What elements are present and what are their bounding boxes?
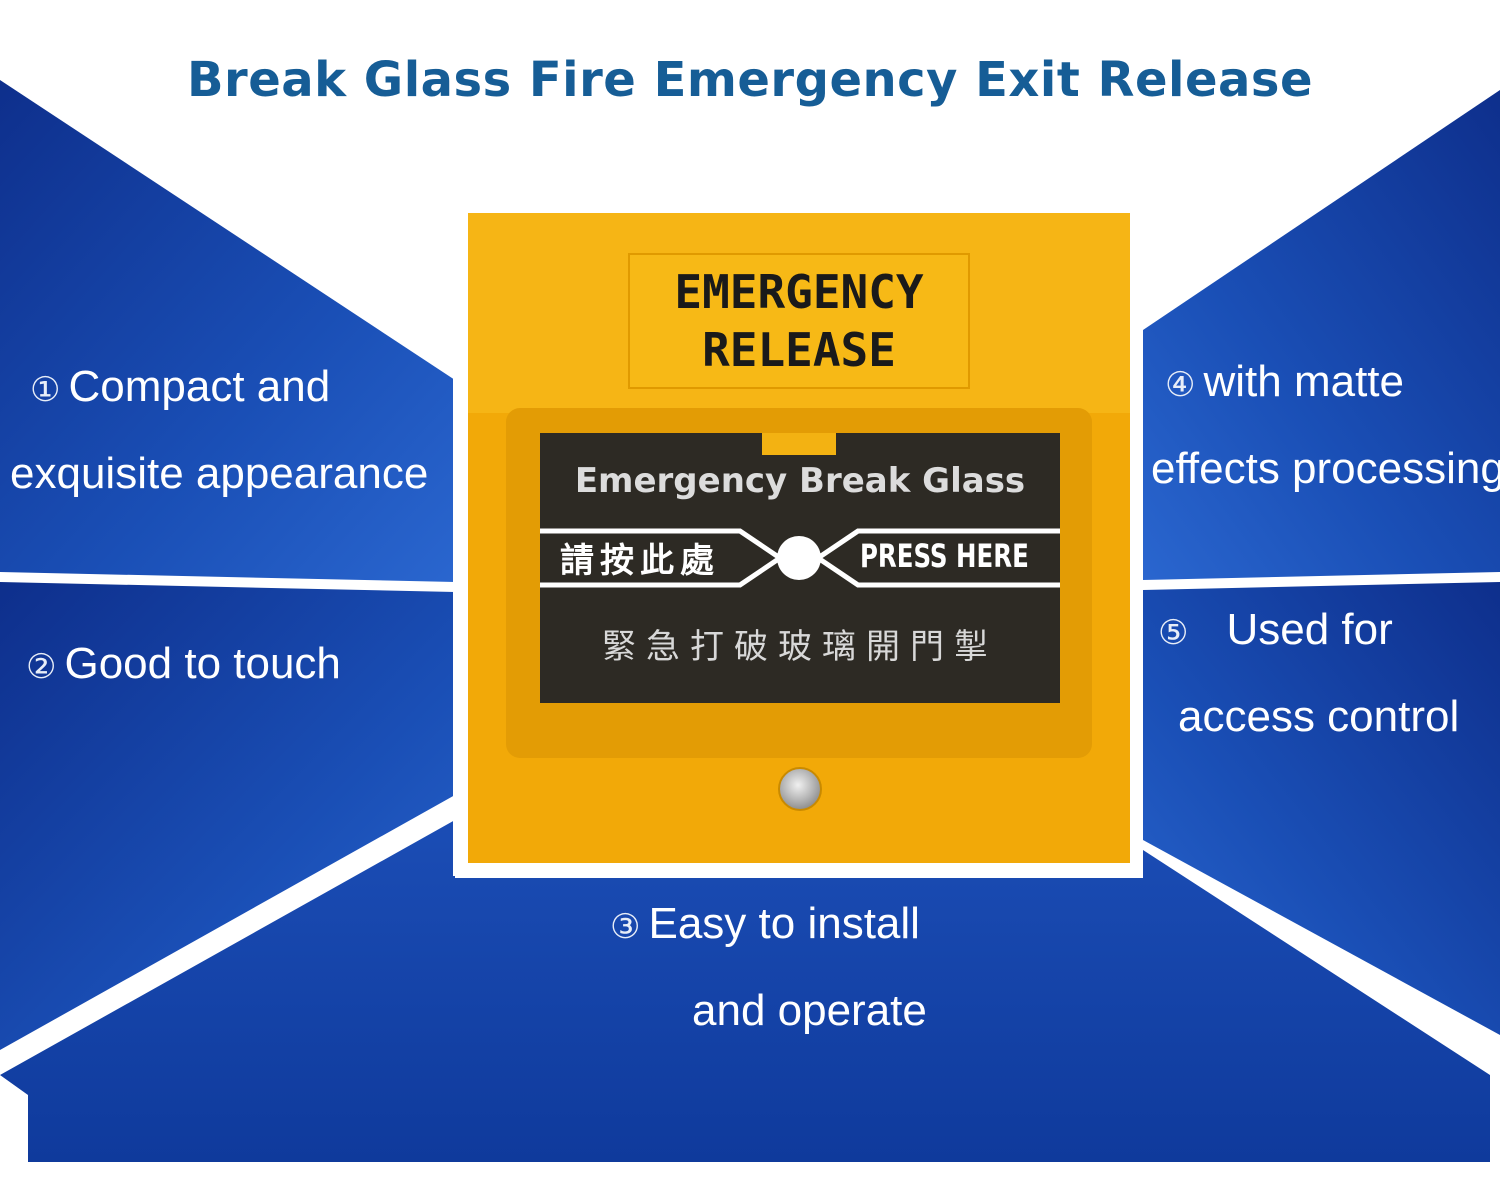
- feature-compact-line1: Compact and: [68, 362, 331, 411]
- number-three-icon: ③: [610, 907, 641, 947]
- screw-icon: [778, 767, 822, 811]
- feature-access-line1: Used for: [1226, 605, 1393, 654]
- feature-install-line1: Easy to install: [648, 899, 920, 948]
- device-label-line1: EMERGENCY: [674, 265, 924, 319]
- feature-matte-line2: effects processing: [1151, 444, 1500, 493]
- number-four-icon: ④: [1165, 365, 1196, 405]
- feature-compact-line2: exquisite appearance: [10, 449, 429, 498]
- press-here-chinese: 請按此處: [560, 541, 720, 581]
- feature-install-line2: and operate: [692, 986, 927, 1035]
- feature-access: ⑤ Used for access control: [1158, 588, 1459, 759]
- page-title: Break Glass Fire Emergency Exit Release: [186, 52, 1314, 108]
- glass-latch: [762, 433, 836, 455]
- device-label: EMERGENCY RELEASE: [628, 253, 970, 389]
- device-label-line2: RELEASE: [702, 323, 896, 377]
- number-five-icon: ⑤: [1158, 613, 1189, 653]
- feature-access-line2: access control: [1178, 692, 1460, 741]
- number-one-icon: ①: [30, 370, 61, 410]
- press-arrows-icon: [540, 528, 1060, 588]
- glass-panel[interactable]: Emergency Break Glass 請按此處 PRESS HERE 緊急…: [540, 433, 1060, 703]
- number-two-icon: ②: [26, 647, 57, 687]
- break-glass-chinese: 緊急打破玻璃開門掣: [602, 627, 998, 667]
- break-glass-device: EMERGENCY RELEASE Emergency Break Glass …: [468, 213, 1130, 863]
- glass-title: Emergency Break Glass: [574, 461, 1026, 501]
- feature-matte-line1: with matte: [1203, 357, 1404, 406]
- feature-touch-line1: Good to touch: [64, 639, 341, 688]
- press-here-english: PRESS HERE: [860, 537, 1029, 575]
